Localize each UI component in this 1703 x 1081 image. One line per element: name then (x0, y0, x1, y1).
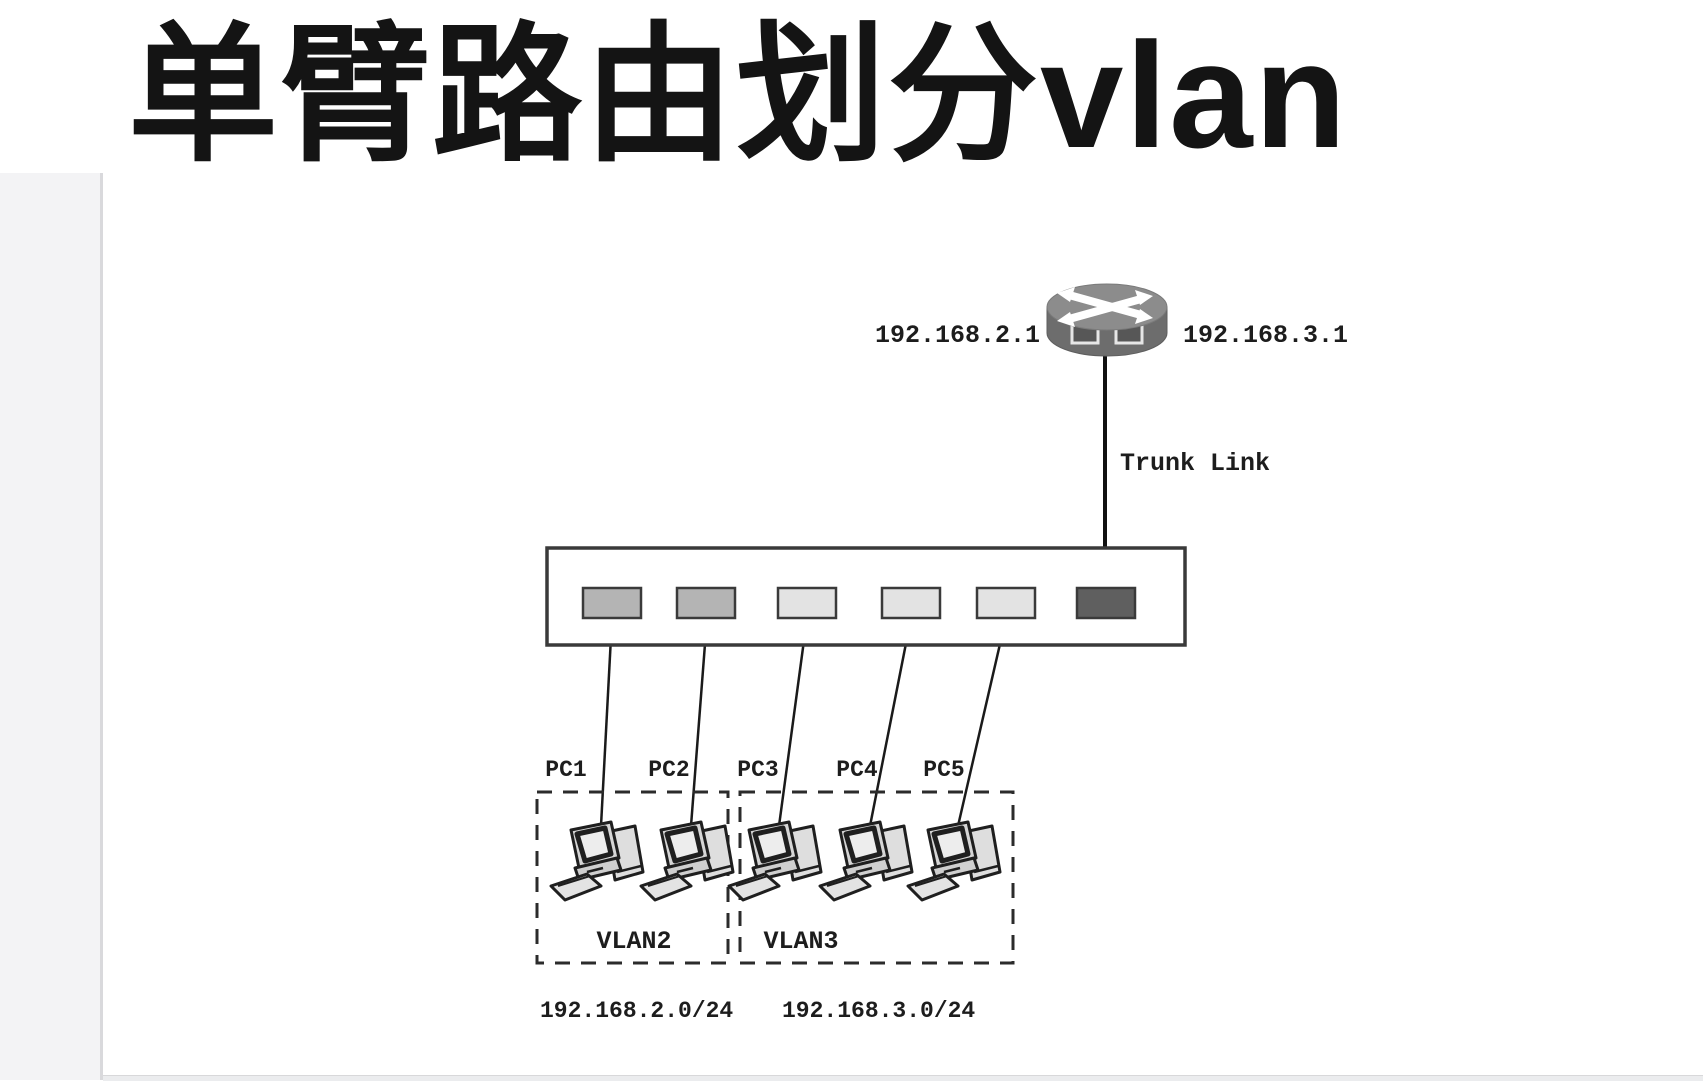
vlan3-box (738, 790, 1015, 965)
switch-port-4 (880, 586, 942, 620)
page-bottom-edge (103, 1075, 1703, 1081)
pc1-label: PC1 (545, 757, 586, 783)
switch-ports (581, 586, 1137, 620)
wire-pc5 (956, 617, 1008, 827)
pc2-label: PC2 (648, 757, 689, 783)
vlan2-box (535, 790, 730, 965)
pc3-label: PC3 (737, 757, 778, 783)
wire-pc1 (599, 617, 614, 827)
pc2-icon (641, 822, 733, 900)
page-left-margin (0, 173, 103, 1080)
pc3-icon (729, 822, 821, 900)
pc4-icon (820, 822, 912, 900)
router-ip-left-label: 192.168.2.1 (875, 321, 1040, 350)
vlan2-subnet-label: 192.168.2.0/24 (540, 998, 733, 1024)
switch-port-trunk (1075, 586, 1137, 620)
switch-port-5 (975, 586, 1037, 620)
vlan3-label: VLAN3 (763, 927, 838, 956)
router-ip-right-label: 192.168.3.1 (1183, 321, 1348, 350)
router-arrows-icon (1057, 287, 1153, 327)
wire-pc2 (689, 617, 709, 827)
pc5-label: PC5 (923, 757, 964, 783)
pc4-label: PC4 (836, 757, 878, 783)
page-title: 单臂路由划分vlan (128, 11, 1349, 179)
vlan2-label: VLAN2 (596, 927, 671, 956)
switch-port-2 (675, 586, 737, 620)
switch-port-3 (776, 586, 838, 620)
vlan3-subnet-label: 192.168.3.0/24 (782, 998, 975, 1024)
wire-pc3 (777, 617, 809, 827)
switch-port-1 (581, 586, 643, 620)
router-icon (1046, 283, 1168, 357)
pc5-icon (908, 822, 1000, 900)
access-wires (599, 617, 1008, 827)
trunk-link-label: Trunk Link (1120, 449, 1270, 478)
wire-pc4 (868, 617, 913, 827)
pc1-icon (551, 822, 643, 900)
